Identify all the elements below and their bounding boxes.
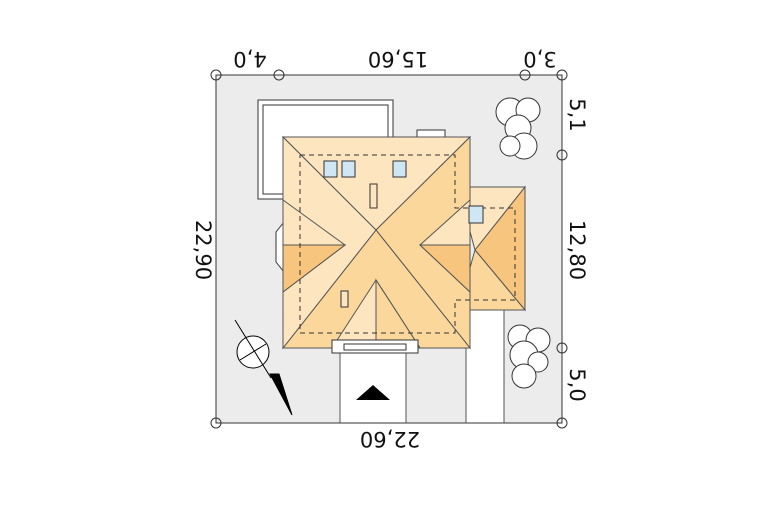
wall-outline <box>299 154 516 334</box>
dim-right-3: 5,0 <box>565 368 589 401</box>
dim-top-1: 4,0 <box>233 47 266 71</box>
tree-icon <box>495 97 541 160</box>
dimension-labels: 4,0 15,60 3,0 22,60 22,90 5,1 12,80 5,0 <box>191 47 589 451</box>
side-path <box>465 299 505 424</box>
dim-right-1: 5,1 <box>565 98 589 131</box>
dim-left: 22,90 <box>191 220 215 280</box>
dim-right-2: 12,80 <box>565 220 589 280</box>
roof-vent <box>340 290 349 308</box>
main-roof <box>281 135 472 350</box>
porch-step <box>343 343 407 351</box>
dim-bottom: 22,60 <box>360 427 420 451</box>
skylight <box>341 160 356 178</box>
dim-top-2: 15,60 <box>368 47 428 71</box>
entrance-arrow-icon <box>356 385 390 400</box>
tree-icon <box>507 324 551 389</box>
skylight <box>468 205 484 224</box>
skylight <box>323 160 338 178</box>
roof-vent <box>369 183 378 209</box>
skylight <box>392 160 407 178</box>
dim-top-3: 3,0 <box>523 47 556 71</box>
dimension-lines <box>210 69 568 429</box>
north-arrow-icon <box>234 319 293 416</box>
